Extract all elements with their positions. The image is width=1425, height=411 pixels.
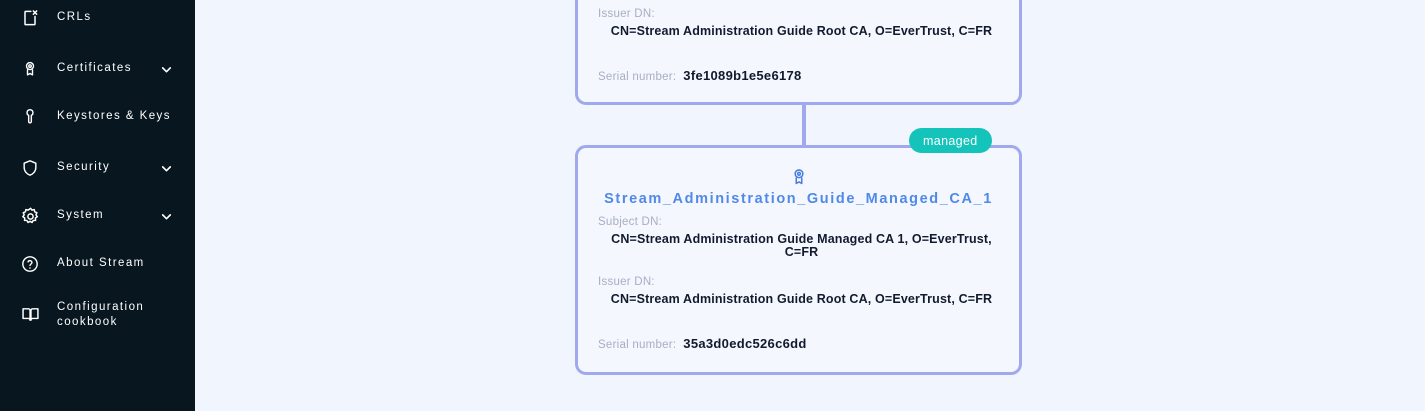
question-circle-icon	[18, 252, 42, 276]
sidebar-item-label: Keystores & Keys	[57, 110, 171, 122]
sidebar-item-about-stream[interactable]: About Stream	[0, 252, 195, 276]
serial-number-row: Serial number: 35a3d0edc526c6dd	[598, 336, 807, 351]
issuer-dn-value: CN=Stream Administration Guide Root CA, …	[610, 24, 993, 38]
sidebar-item-label: About Stream	[57, 257, 145, 269]
sidebar-item-label: Configuration cookbook	[57, 301, 145, 328]
sidebar-item-certificates[interactable]: Certificates	[0, 57, 195, 81]
sidebar-item-label: Security	[57, 161, 111, 173]
sidebar-item-crls[interactable]: CRLs	[0, 6, 195, 30]
issuer-dn-value: CN=Stream Administration Guide Root CA, …	[610, 292, 993, 306]
document-x-icon	[18, 6, 42, 30]
chevron-down-icon[interactable]	[158, 61, 174, 77]
serial-number-label: Serial number:	[598, 339, 677, 351]
key-icon	[18, 105, 42, 129]
subject-dn-value: CN=Stream Administration Guide Managed C…	[611, 232, 992, 259]
serial-number-label: Serial number:	[598, 71, 677, 83]
sidebar-item-label: System	[57, 209, 105, 221]
serial-number-row: Serial number: 3fe1089b1e5e6178	[598, 68, 802, 83]
shield-icon	[18, 156, 42, 180]
certificate-card-root-ca[interactable]: Issuer DN: CN=Stream Administration Guid…	[575, 0, 1022, 105]
subject-dn-label: Subject DN:	[598, 216, 663, 228]
sidebar-item-security[interactable]: Security	[0, 156, 195, 180]
status-badge-managed: managed	[909, 128, 992, 153]
sidebar-item-label: CRLs	[57, 11, 92, 23]
sidebar-item-system[interactable]: System	[0, 204, 195, 228]
certificate-card-managed-ca-1[interactable]: Stream_Administration_Guide_Managed_CA_1…	[575, 145, 1022, 375]
sidebar-item-configuration-cookbook[interactable]: Configuration cookbook	[0, 297, 195, 331]
tree-connector-line	[802, 103, 806, 146]
serial-number-value: 35a3d0edc526c6dd	[683, 336, 807, 351]
award-icon	[18, 57, 42, 81]
certificate-tree: Issuer DN: CN=Stream Administration Guid…	[195, 0, 1425, 411]
serial-number-value: 3fe1089b1e5e6178	[683, 68, 802, 83]
award-icon	[788, 166, 810, 188]
sidebar: CRLs Certificates Keystores & Keys	[0, 0, 195, 411]
sidebar-item-label: Certificates	[57, 62, 132, 74]
sidebar-item-keystores-keys[interactable]: Keystores & Keys	[0, 105, 195, 129]
chevron-down-icon[interactable]	[158, 160, 174, 176]
book-icon	[18, 302, 42, 326]
issuer-dn-label: Issuer DN:	[598, 276, 655, 288]
chevron-down-icon[interactable]	[158, 208, 174, 224]
issuer-dn-label: Issuer DN:	[598, 8, 655, 20]
gear-icon	[18, 204, 42, 228]
certificate-title[interactable]: Stream_Administration_Guide_Managed_CA_1	[604, 191, 993, 207]
